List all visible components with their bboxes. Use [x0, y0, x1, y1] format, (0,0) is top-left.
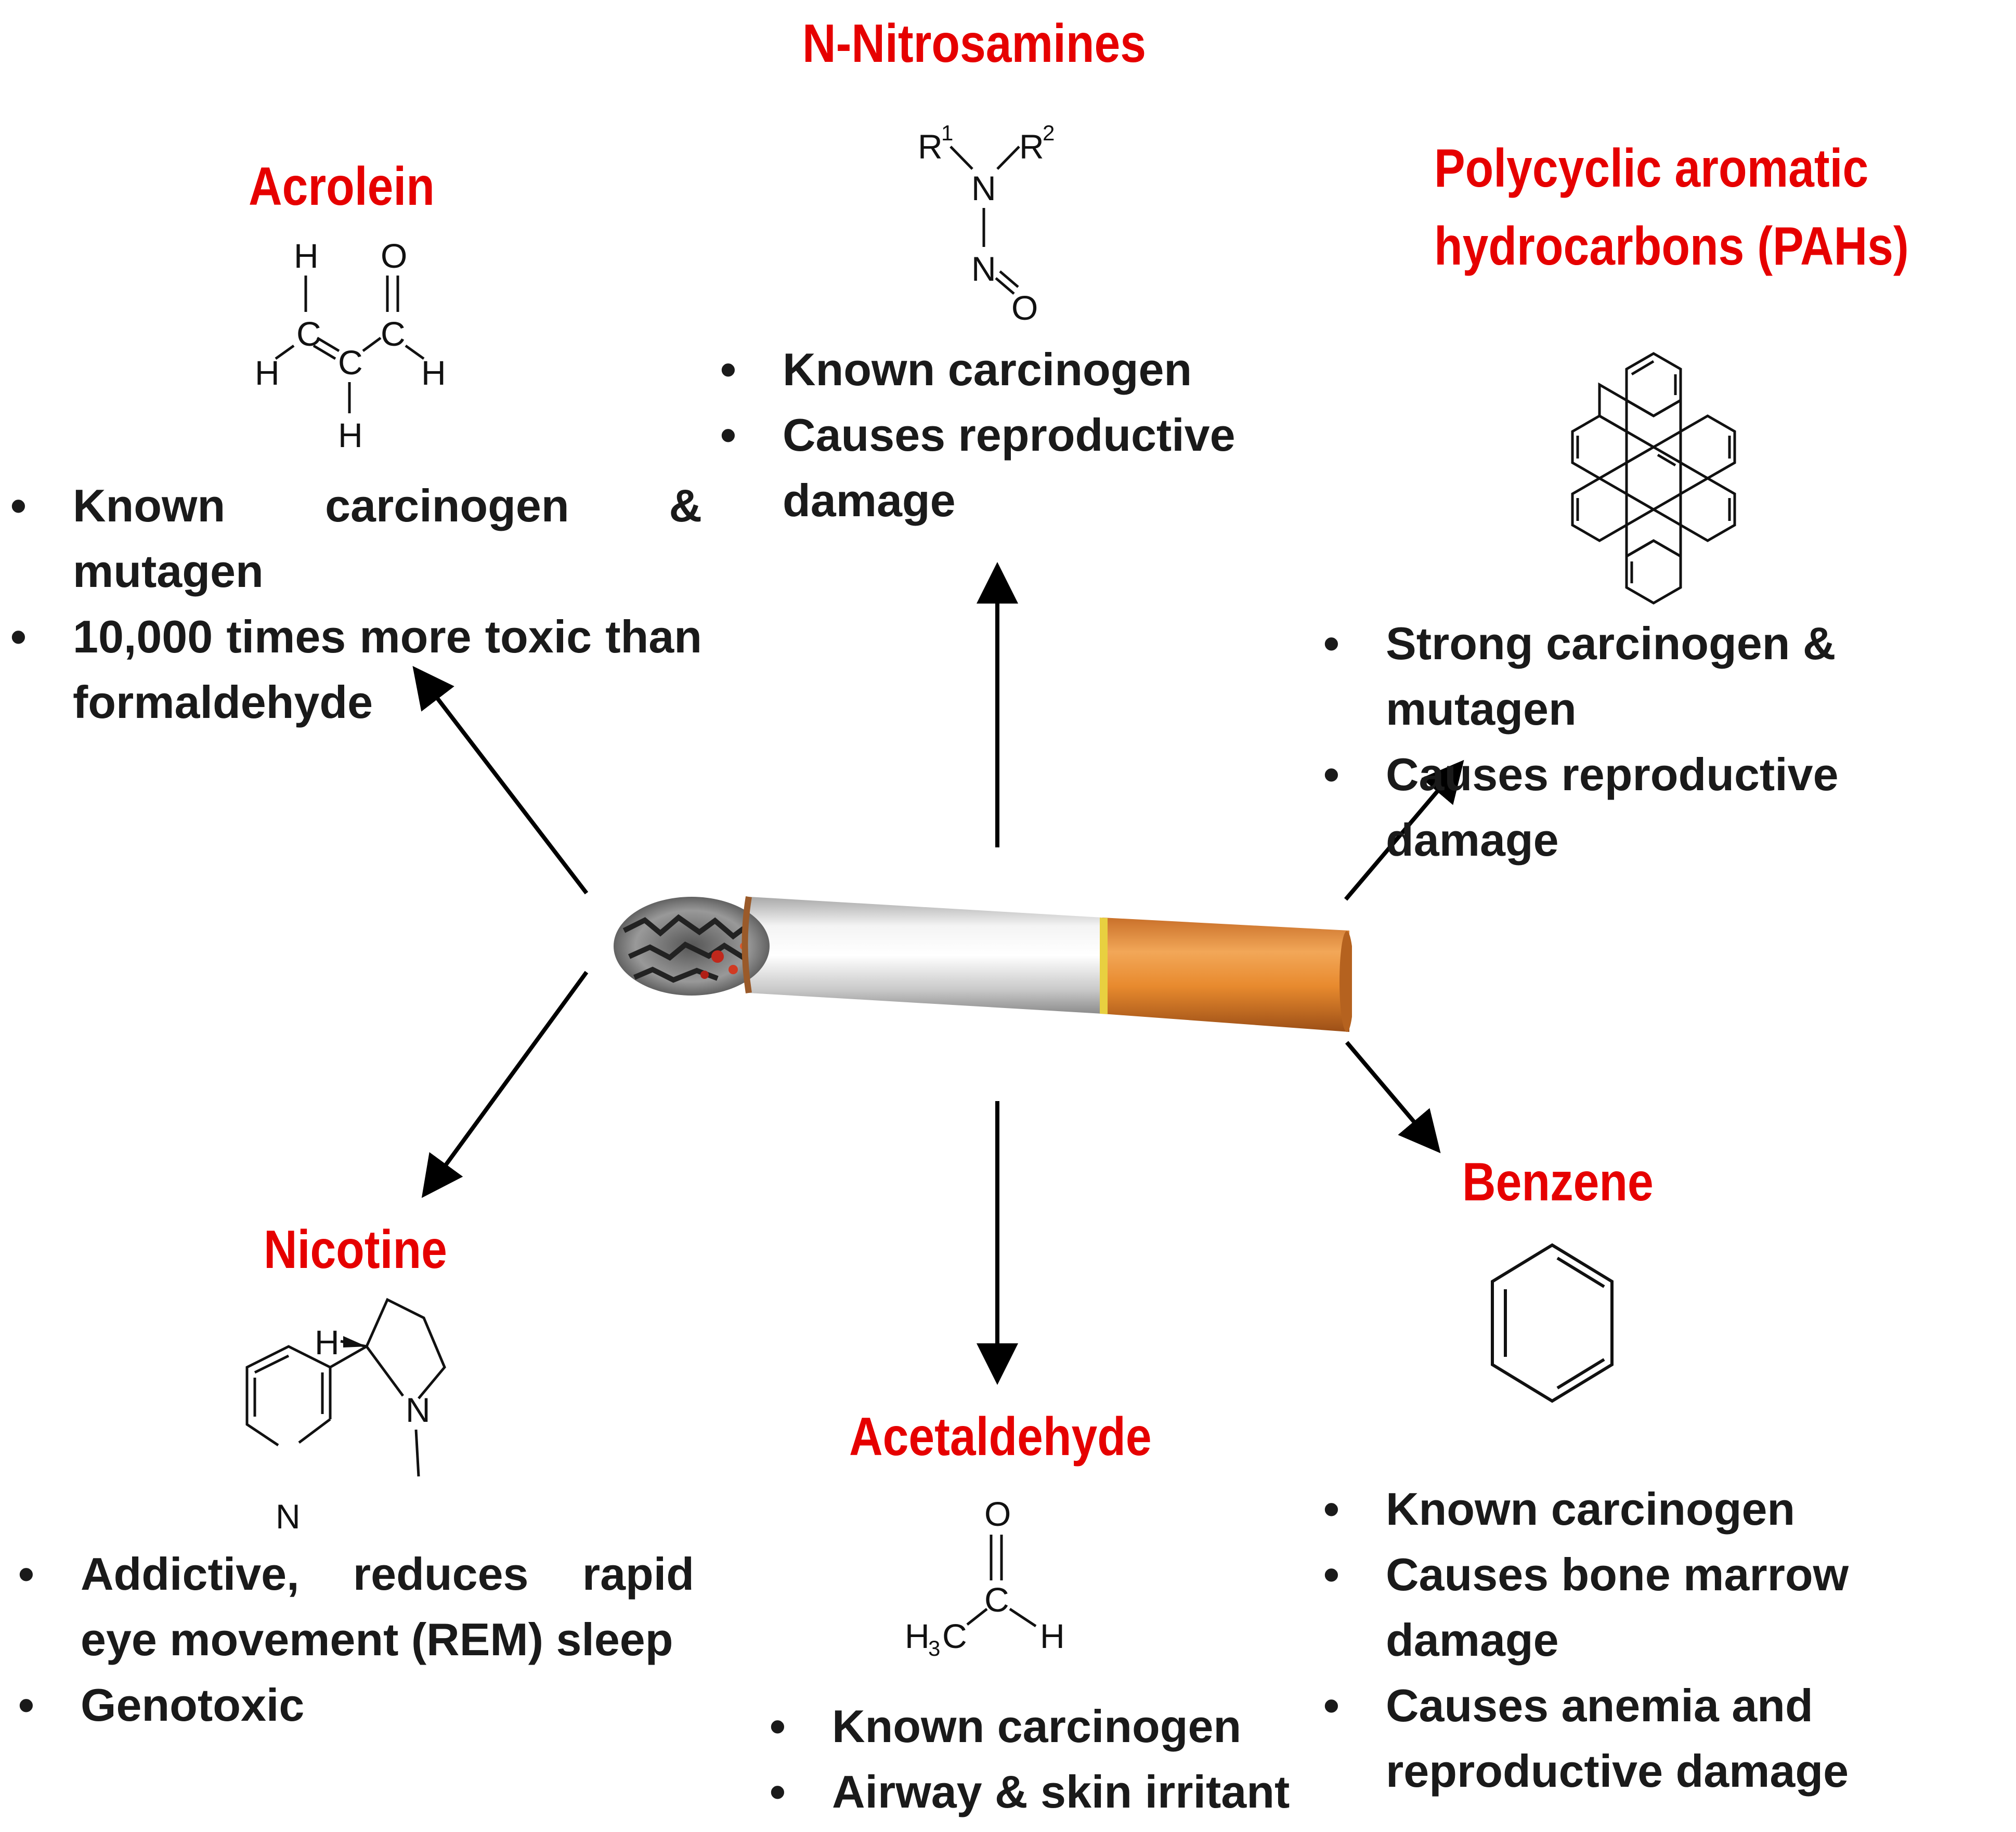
pahs-facts: Strong carcinogen & mutagen Causes repro… [1323, 611, 2010, 873]
nitrosamine-structure: R 1 R 2 N N O [918, 121, 1055, 327]
list-item: Addictive, reduces rapid eye movement (R… [18, 1541, 694, 1672]
pah-structure [1571, 352, 1736, 605]
filter-gold-band [1100, 918, 1108, 1014]
cigarette-filter [1102, 918, 1349, 1032]
benzene-structure [1491, 1243, 1614, 1403]
svg-text:H: H [1040, 1617, 1065, 1655]
acrolein-structure: H O C C C H H H [255, 237, 446, 454]
benzene-title: Benzene [1462, 1152, 1654, 1212]
svg-text:O: O [984, 1495, 1011, 1533]
cigarette-illustration [614, 896, 1352, 1032]
svg-text:H: H [905, 1617, 930, 1655]
list-item: Causes anemia and reproductive damage [1323, 1673, 2010, 1804]
nicotine-facts: Addictive, reduces rapid eye movement (R… [18, 1541, 694, 1738]
svg-text:C: C [942, 1617, 967, 1655]
svg-text:2: 2 [1043, 121, 1055, 145]
svg-text:C: C [338, 343, 363, 382]
filter-end [1339, 931, 1352, 1032]
acetaldehyde-title: Acetaldehyde [849, 1407, 1152, 1467]
list-item: Known carcinogen [770, 1694, 1342, 1759]
pahs-title-line1: Polycyclic aromatic [1434, 138, 1869, 199]
acrolein-facts: Known carcinogen & mutagen 10,000 times … [10, 473, 702, 735]
svg-text:H: H [294, 237, 319, 275]
pahs-title-line2: hydrocarbons (PAHs) [1434, 216, 1909, 277]
acetaldehyde-structure: O C H 3 C H [905, 1495, 1065, 1660]
list-item: Causes reproductive damage [720, 402, 1396, 533]
list-item: Known carcinogen & mutagen [10, 473, 702, 604]
svg-text:H: H [315, 1323, 340, 1362]
svg-text:H: H [421, 354, 446, 392]
list-item: Genotoxic [18, 1672, 694, 1738]
nicotine-structure: H N N [245, 1298, 446, 1536]
svg-text:N: N [406, 1391, 431, 1429]
list-item: 10,000 times more toxic than formaldehyd… [10, 604, 702, 735]
arrow-to-nicotine [421, 971, 589, 1198]
svg-text:1: 1 [941, 121, 953, 145]
svg-text:O: O [381, 237, 407, 275]
list-item: Known carcinogen [1323, 1476, 2010, 1542]
burning-ash [614, 896, 770, 996]
svg-text:N: N [971, 169, 996, 207]
list-item: Strong carcinogen & mutagen [1323, 611, 2010, 742]
list-item: Causes reproductive damage [1323, 742, 2010, 873]
svg-text:R: R [1019, 127, 1044, 166]
svg-text:R: R [918, 127, 943, 166]
nitrosamines-facts: Known carcinogen Causes reproductive dam… [720, 337, 1396, 533]
nitrosamines-title: N-Nitrosamines [802, 14, 1147, 74]
benzene-facts: Known carcinogen Causes bone marrow dama… [1323, 1476, 2010, 1804]
nicotine-title: Nicotine [264, 1220, 447, 1280]
acetaldehyde-facts: Known carcinogen Airway & skin irritant [770, 1694, 1342, 1825]
svg-text:N: N [276, 1497, 301, 1536]
cigarette-paper [749, 897, 1102, 1014]
svg-text:C: C [984, 1580, 1009, 1619]
svg-text:C: C [381, 315, 406, 353]
svg-text:O: O [1011, 289, 1038, 327]
list-item: Airway & skin irritant [770, 1759, 1342, 1825]
svg-text:H: H [255, 354, 280, 392]
svg-text:3: 3 [928, 1636, 940, 1660]
acrolein-title: Acrolein [249, 156, 435, 217]
arrow-to-benzene [1345, 1041, 1441, 1154]
list-item: Known carcinogen [720, 337, 1396, 402]
svg-text:N: N [971, 250, 996, 288]
list-item: Causes bone marrow damage [1323, 1542, 2010, 1673]
svg-text:H: H [338, 416, 363, 454]
